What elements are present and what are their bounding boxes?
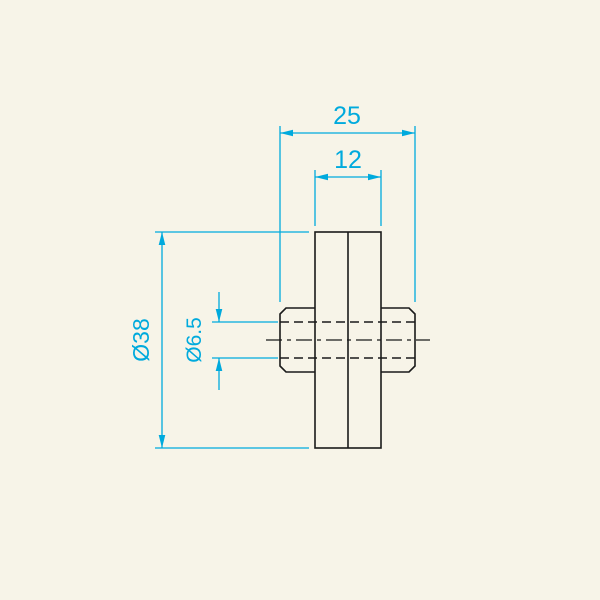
dim-label-wheel-width: 12: [334, 146, 362, 174]
dimension-arrowheads: [158, 129, 415, 448]
dim-label-outer-diameter: Ø38: [128, 318, 154, 361]
arrow-bore-top: [215, 309, 223, 322]
arrow-od-bottom: [158, 435, 166, 448]
hub-right-outline: [381, 307, 416, 373]
arrow-od-top: [158, 232, 166, 245]
arrow-bore-bottom: [215, 358, 223, 371]
arrow-overall-right: [402, 129, 415, 137]
arrow-overall-left: [280, 129, 293, 137]
arrow-wheel-right: [368, 173, 381, 181]
part-geometry: [266, 231, 430, 449]
arrow-wheel-left: [315, 173, 328, 181]
dim-label-bore-diameter: Ø6.5: [183, 317, 206, 363]
dim-label-overall-width: 25: [333, 102, 361, 130]
dimension-labels: 25 12 Ø38 Ø6.5: [128, 102, 362, 363]
